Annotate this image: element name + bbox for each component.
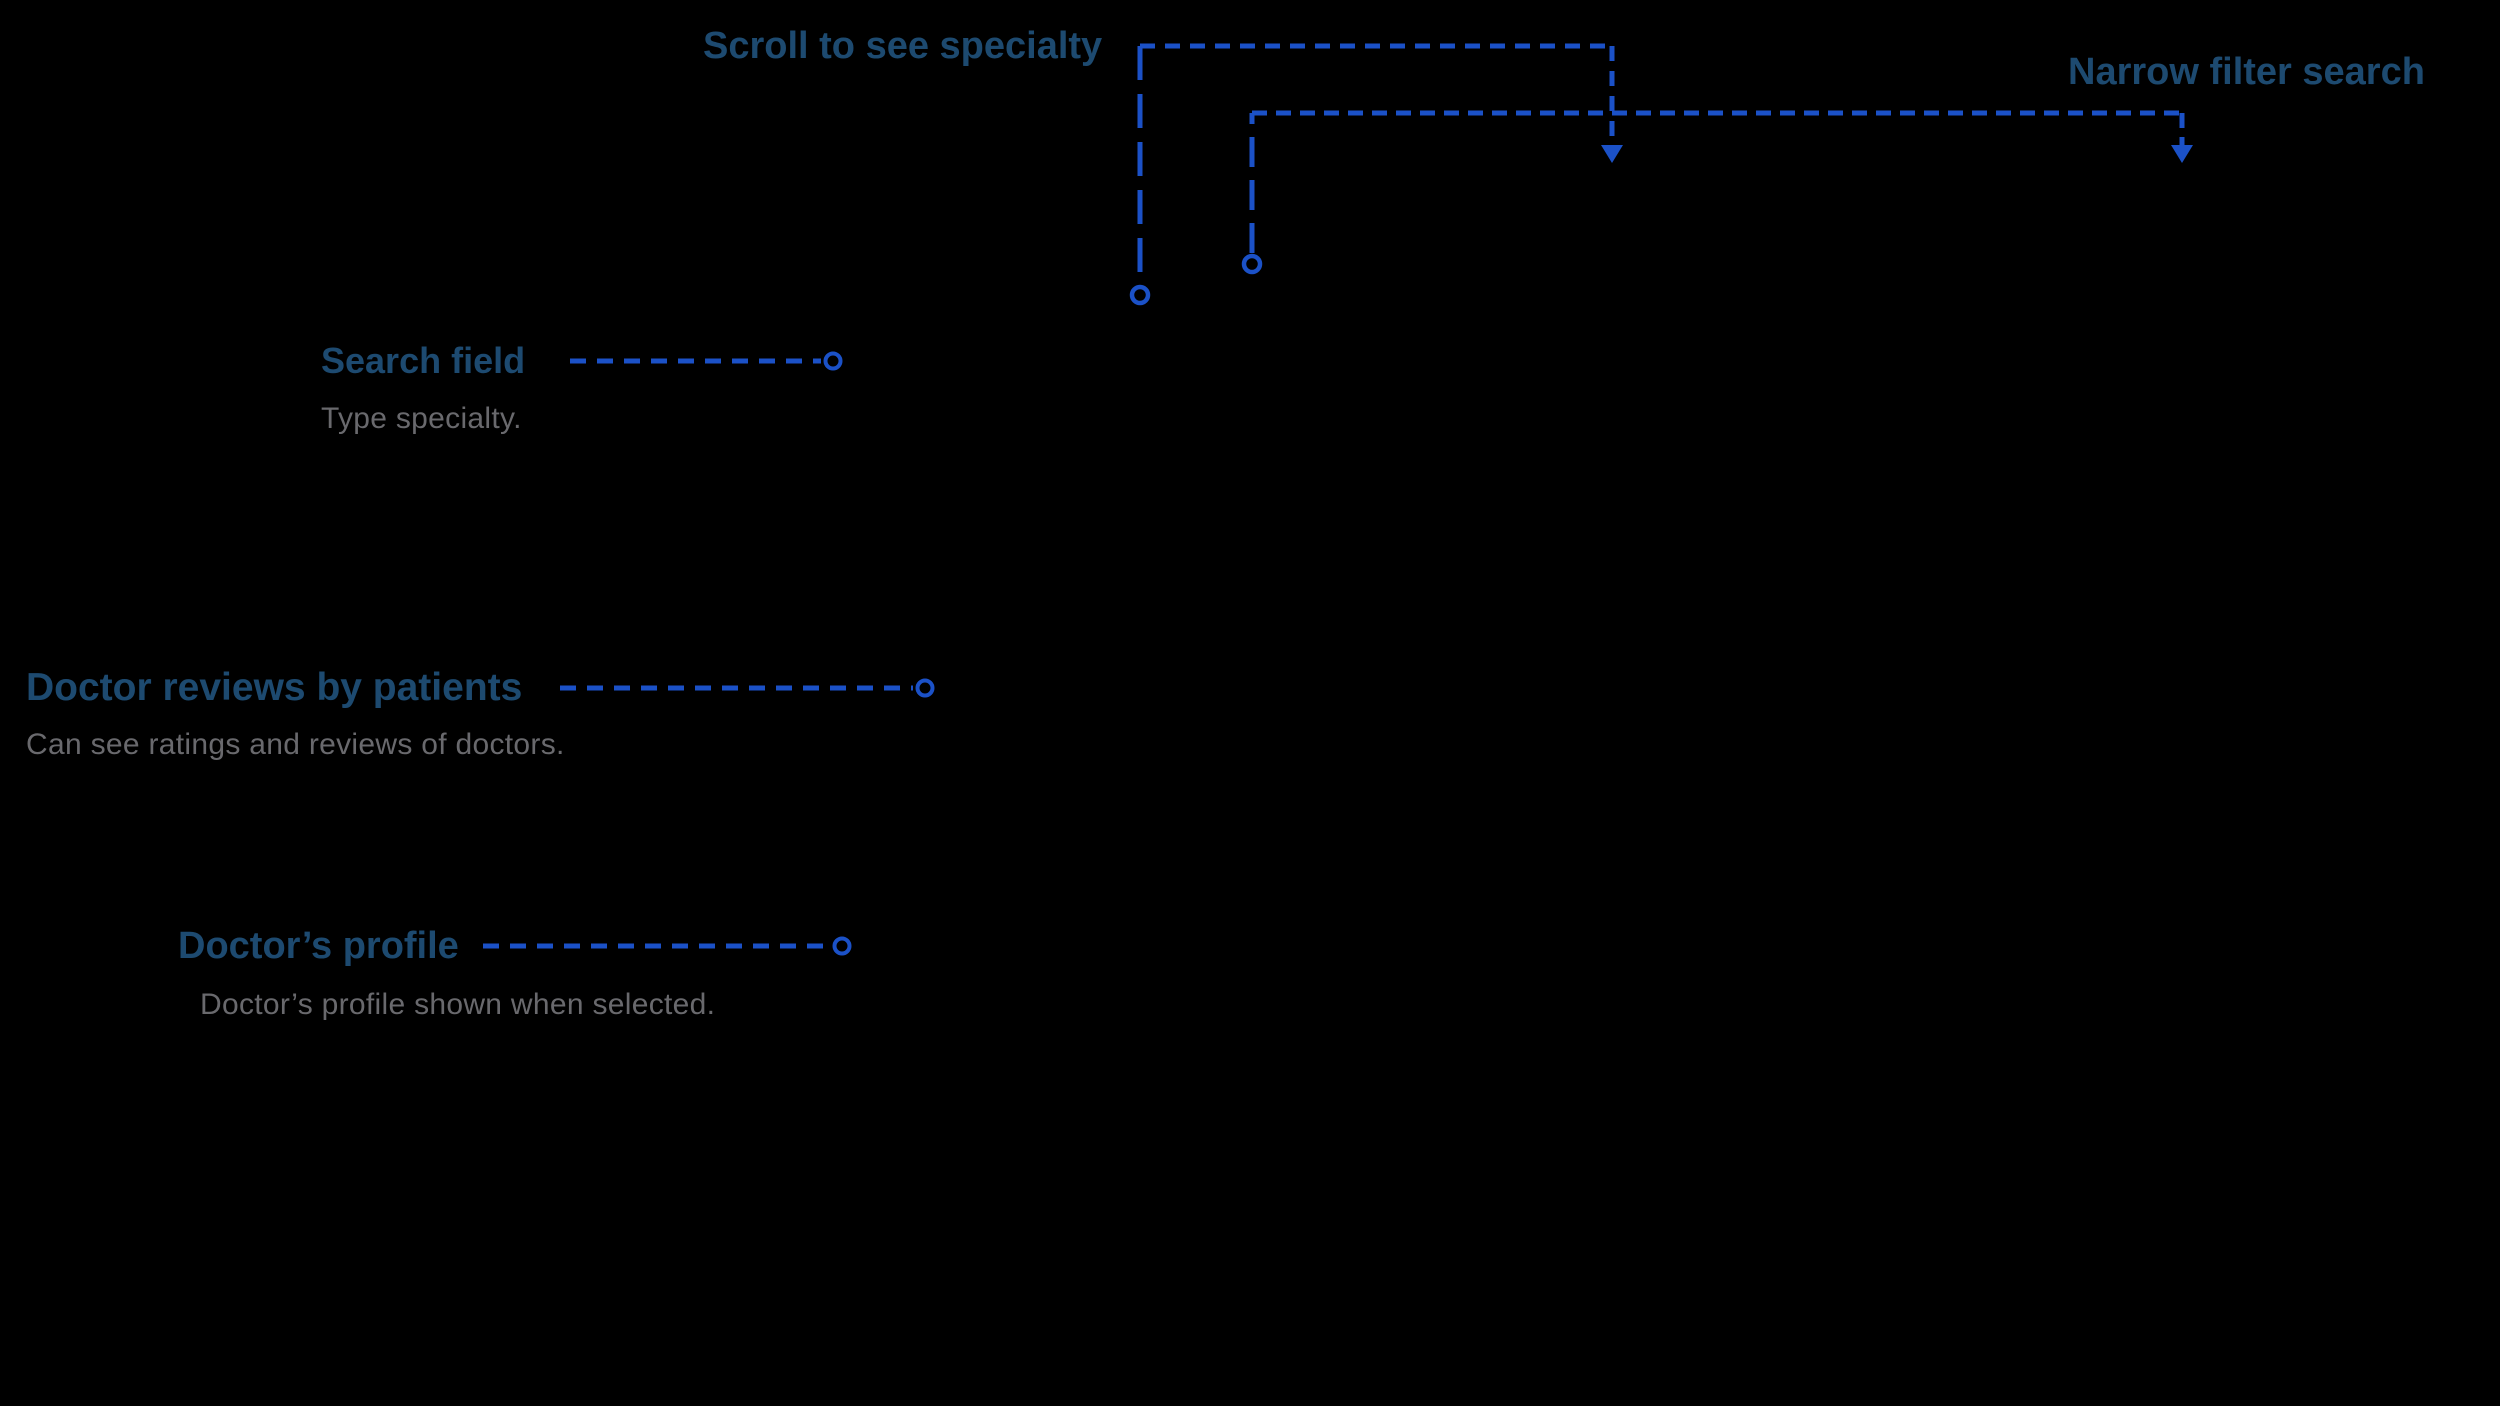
connector-endpoint-circle	[823, 351, 843, 371]
connector-endpoint-circle	[832, 936, 852, 956]
arrowhead-down-icon	[2171, 145, 2193, 163]
annotation-desc-doctor-profile: Doctor’s profile shown when selected.	[200, 988, 716, 1021]
annotation-desc-doctor-reviews: Can see ratings and reviews of doctors.	[26, 728, 565, 761]
annotation-title-narrow-filter: Narrow filter search	[2068, 51, 2425, 93]
annotation-title-scroll-specialty: Scroll to see specialty	[703, 25, 1103, 67]
arrowhead-down-icon	[1601, 145, 1623, 163]
connector-endpoint-circle	[915, 678, 935, 698]
connector-endpoint-circle	[1129, 284, 1151, 306]
connector-endpoint-circle	[1241, 253, 1263, 275]
annotation-title-doctor-profile: Doctor’s profile	[178, 925, 459, 967]
annotation-desc-search-field: Type specialty.	[321, 402, 522, 435]
annotation-title-doctor-reviews: Doctor reviews by patients	[26, 666, 523, 709]
annotation-title-search-field: Search field	[321, 340, 526, 381]
